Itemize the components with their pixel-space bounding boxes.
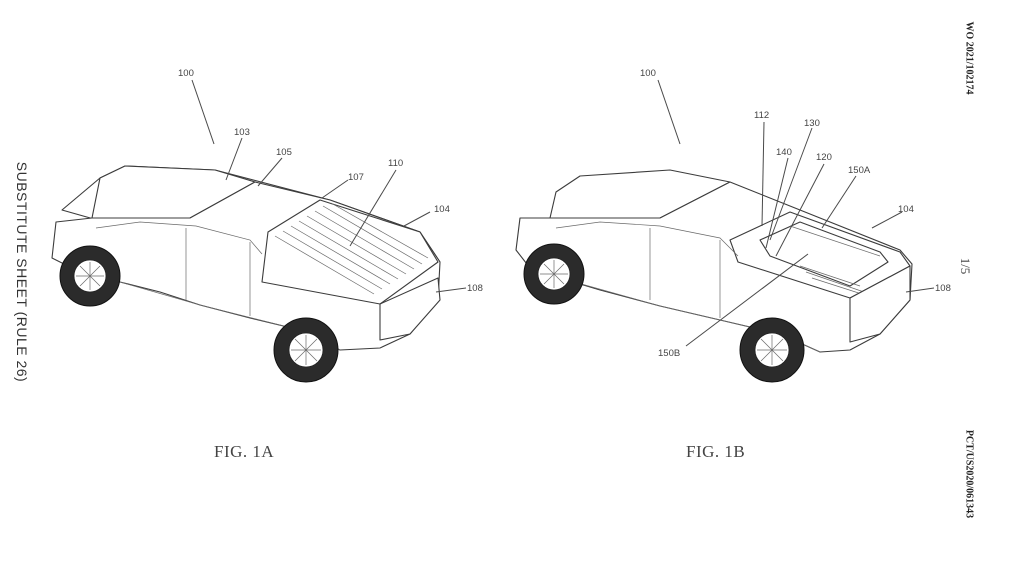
figure-1b-caption: FIG. 1B (686, 442, 746, 461)
figure-1b-vehicle-drawing: 100 112 130 140 120 150A 104 108 150B (515, 68, 951, 383)
ref-107-fig1a: 107 (348, 172, 364, 183)
ref-108-fig1b: 108 (935, 283, 951, 294)
figure-1a-vehicle-drawing: 100 103 105 107 110 104 108 (51, 68, 483, 383)
ref-112-fig1b: 112 (754, 110, 769, 121)
ref-140-fig1b: 140 (776, 147, 792, 158)
ref-100-fig1b: 100 (640, 68, 656, 79)
ref-105-fig1a: 105 (276, 147, 292, 158)
ref-150a-fig1b: 150A (848, 165, 871, 176)
ref-150b-fig1b: 150B (658, 348, 680, 359)
ref-120-fig1b: 120 (816, 152, 832, 163)
ref-130-fig1b: 130 (804, 118, 820, 129)
ref-104-fig1a: 104 (434, 204, 450, 215)
ref-104-fig1b: 104 (898, 204, 914, 215)
figure-1a-caption: FIG. 1A (214, 442, 275, 461)
ref-100-fig1a: 100 (178, 68, 194, 79)
ref-110-fig1a: 110 (388, 158, 403, 169)
ref-108-fig1a: 108 (467, 283, 483, 294)
ref-103-fig1a: 103 (234, 127, 250, 138)
